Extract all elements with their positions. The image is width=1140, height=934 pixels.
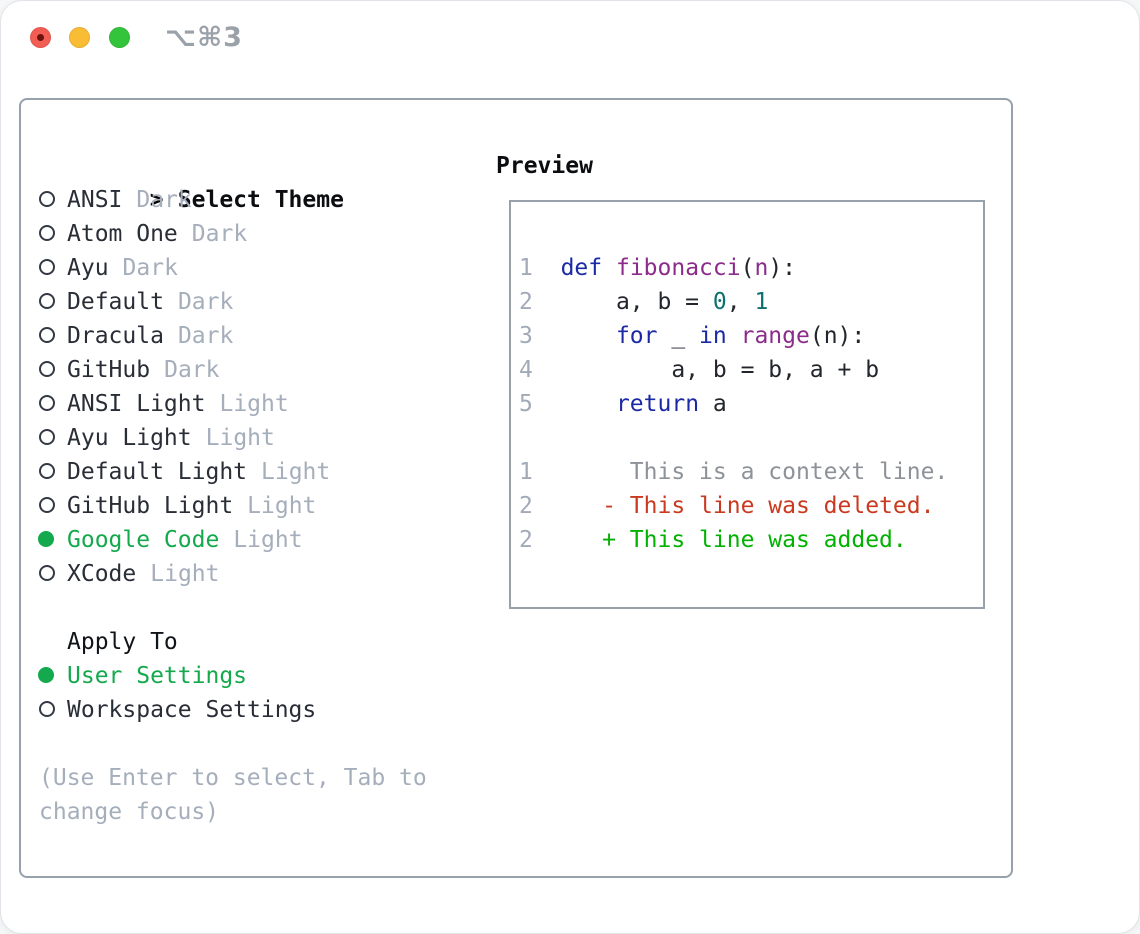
radio-icon [39, 489, 67, 523]
spacer [39, 727, 427, 761]
code-line [519, 421, 948, 455]
theme-option-label: Default Light [67, 459, 248, 485]
spacer [39, 591, 427, 625]
theme-option-label: ANSI Light [67, 391, 206, 417]
code-line: 1 This is a context line. [519, 459, 949, 485]
theme-variant-label: Dark [177, 289, 234, 315]
theme-variant-label: Light [233, 527, 303, 553]
theme-variant-label: Light [247, 493, 317, 519]
theme-option-label: GitHub [67, 357, 151, 383]
theme-option-label: Google Code [67, 527, 220, 553]
radio-icon [39, 387, 67, 421]
radio-selected-icon [38, 523, 67, 557]
theme-variant-label: Dark [177, 323, 234, 349]
theme-option-label: Dracula [67, 323, 164, 349]
radio-icon [39, 285, 67, 319]
radio-icon [39, 455, 67, 489]
theme-option-label: Ayu [67, 255, 109, 281]
theme-option-default-light[interactable]: Default Light Light [39, 455, 427, 489]
line-number: 2 [519, 493, 533, 519]
theme-option-label: Ayu Light [67, 425, 192, 451]
code-line: 2 - This line was deleted. [519, 493, 935, 519]
line-number: 3 [519, 323, 533, 349]
theme-option-label: ANSI [67, 187, 123, 213]
theme-option-ayu-light[interactable]: Ayu Light Light [39, 421, 427, 455]
apply-option-label: User Settings [67, 663, 248, 689]
apply-option-user-settings[interactable]: User Settings [38, 659, 427, 693]
theme-option-xcode[interactable]: XCode Light [39, 557, 427, 591]
radio-selected-icon [38, 659, 67, 693]
theme-option-label: XCode [67, 561, 137, 587]
close-button[interactable] [30, 27, 51, 48]
theme-variant-label: Light [150, 561, 220, 587]
apply-to-header: Apply To [67, 629, 178, 655]
theme-option-label: Default [67, 289, 164, 315]
code-line: 1 def fibonacci(n): [519, 255, 797, 281]
select-theme-title: Select Theme [177, 187, 344, 213]
preview-title: Preview [496, 153, 593, 179]
theme-option-ansi-light[interactable]: ANSI Light Light [39, 387, 427, 421]
cursor-icon: > [149, 187, 164, 213]
radio-icon [39, 183, 67, 217]
code-line: 2 a, b = 0, 1 [519, 289, 769, 315]
line-number: 1 [519, 255, 533, 281]
line-number: 2 [519, 289, 533, 315]
help-line-1: (Use Enter to select, Tab to [39, 765, 427, 791]
code-line: 2 + This line was added. [519, 527, 907, 553]
theme-option-github[interactable]: GitHub Dark [39, 353, 427, 387]
select-theme-header: > Select Theme [39, 149, 427, 213]
preview-box: 1 def fibonacci(n): 2 a, b = 0, 1 3 for _ … [509, 200, 985, 609]
theme-variant-label: Dark [191, 221, 248, 247]
code-line: 3 for _ in range(n): [519, 323, 866, 349]
theme-option-ansi[interactable]: ANSI Dark [39, 183, 427, 217]
apply-option-label: Workspace Settings [67, 697, 317, 723]
radio-icon [39, 693, 67, 727]
radio-icon [39, 353, 67, 387]
theme-option-label: GitHub Light [67, 493, 234, 519]
zoom-button[interactable] [109, 27, 130, 48]
theme-option-ayu[interactable]: Ayu Dark [39, 251, 427, 285]
window-shortcut-label: ⌥⌘3 [165, 22, 243, 53]
radio-icon [39, 217, 67, 251]
theme-variant-label: Dark [164, 357, 220, 383]
theme-option-atom-one[interactable]: Atom One Dark [39, 217, 427, 251]
theme-option-dracula[interactable]: Dracula Dark [39, 319, 427, 353]
line-number: 5 [519, 391, 533, 417]
line-number: 4 [519, 357, 533, 383]
help-text: (Use Enter to select, Tab to change focu… [39, 761, 427, 829]
theme-option-github-light[interactable]: GitHub Light Light [39, 489, 427, 523]
radio-icon [39, 319, 67, 353]
theme-option-google-code[interactable]: Google Code Light [38, 523, 427, 557]
radio-icon [39, 421, 67, 455]
theme-option-label: Atom One [67, 221, 178, 247]
help-line-2: change focus) [39, 799, 220, 825]
theme-variant-label: Dark [136, 187, 192, 213]
minimize-button[interactable] [69, 27, 90, 48]
theme-option-default[interactable]: Default Dark [39, 285, 427, 319]
code-line: 4 a, b = b, a + b [519, 357, 880, 383]
theme-variant-label: Light [261, 459, 331, 485]
preview-code: 1 def fibonacci(n): 2 a, b = 0, 1 3 for _ … [519, 251, 948, 557]
theme-variant-label: Light [219, 391, 289, 417]
theme-variant-label: Dark [122, 255, 178, 281]
radio-icon [39, 557, 67, 591]
code-line: 5 return a [519, 391, 727, 417]
apply-option-workspace-settings[interactable]: Workspace Settings [39, 693, 427, 727]
theme-variant-label: Light [205, 425, 275, 451]
line-number: 2 [519, 527, 533, 553]
line-number: 1 [519, 459, 533, 485]
radio-icon [39, 251, 67, 285]
